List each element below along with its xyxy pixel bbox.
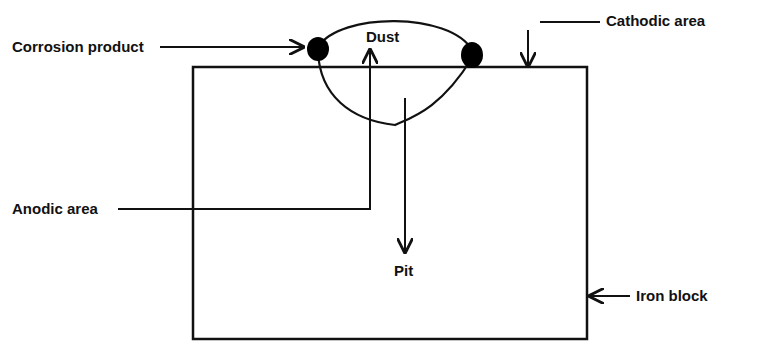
- pit-curve: [318, 52, 472, 125]
- part-label: Cathodic area: [606, 12, 705, 30]
- part-label: Iron block: [636, 287, 708, 305]
- part-label: Pit: [394, 262, 413, 280]
- leader-line: [404, 98, 406, 252]
- leader-line: [527, 30, 529, 66]
- part-label: Corrosion product: [12, 38, 144, 56]
- dust-arc: [318, 21, 472, 50]
- corrosion-blob: [461, 42, 483, 68]
- leader-line: [540, 21, 600, 23]
- part-label: Anodic area: [12, 200, 98, 218]
- part-label: Dust: [366, 28, 399, 46]
- leader-line: [590, 295, 630, 297]
- leader-line: [118, 50, 370, 209]
- corrosion-blob: [307, 37, 329, 61]
- iron-block: [193, 67, 587, 339]
- leader-line: [160, 46, 303, 48]
